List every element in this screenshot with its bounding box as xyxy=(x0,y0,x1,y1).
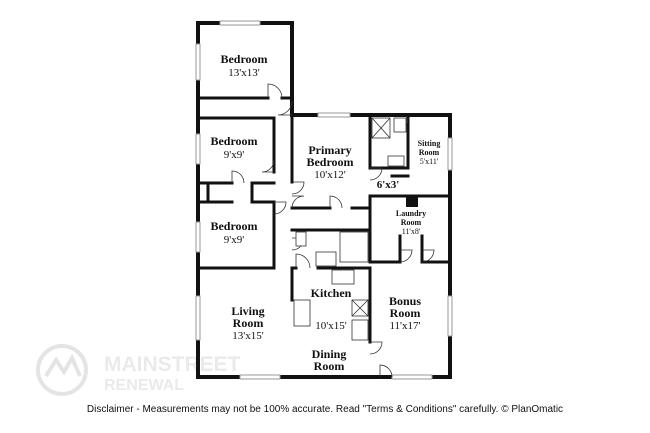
stove-burners xyxy=(351,299,369,317)
laundry-name2: Room xyxy=(401,218,422,227)
disclaimer: Disclaimer - Measurements may not be 100… xyxy=(87,404,563,415)
door-swing xyxy=(273,201,287,215)
bath-toilet xyxy=(295,231,307,247)
primary-name1: Primary xyxy=(308,143,351,157)
bedroom-low-dims: 9'x9' xyxy=(224,234,244,246)
bath-sink xyxy=(315,251,337,267)
water-heater xyxy=(406,195,418,207)
sitting-name1: Sitting xyxy=(418,139,441,148)
door-swing xyxy=(379,364,393,378)
bedroom-top-dims: 13'x13' xyxy=(228,67,259,79)
room-labels: Bedroom 13'x13' Bedroom 9'x9' Bedroom 9'… xyxy=(210,52,440,373)
window xyxy=(195,133,201,165)
kitchen-dims: 10'x15' xyxy=(315,320,346,332)
door-swing xyxy=(421,249,435,263)
window xyxy=(195,43,201,81)
door-swing xyxy=(261,159,275,173)
shower-drain xyxy=(371,117,391,139)
living-name2: Room xyxy=(233,316,264,330)
dining-name1: Dining xyxy=(312,347,347,361)
door-swing xyxy=(295,253,311,269)
door-swing xyxy=(267,83,283,99)
sitting-dims: 5'x11' xyxy=(420,157,439,166)
window xyxy=(239,374,281,380)
laundry-name1: Laundry xyxy=(396,209,426,218)
door-swing xyxy=(291,195,305,209)
bedroom-low-name: Bedroom xyxy=(210,219,257,233)
living-dims: 13'x15' xyxy=(232,330,263,342)
bonus-name1: Bonus xyxy=(389,294,421,308)
bedroom-top-name: Bedroom xyxy=(220,52,267,66)
closet-dims: 6'x3' xyxy=(377,179,400,191)
bedroom-mid-name: Bedroom xyxy=(210,134,257,148)
bonus-dims: 11'x17' xyxy=(389,320,420,332)
watermark-line1: MAINSTREET xyxy=(104,353,241,376)
living-name1: Living xyxy=(231,304,264,318)
door-swing xyxy=(291,181,305,195)
window xyxy=(391,374,433,380)
bonus-name2: Room xyxy=(390,306,421,320)
door-swing xyxy=(231,170,245,184)
door-swing xyxy=(399,249,413,263)
primary-name2: Bedroom xyxy=(306,155,353,169)
watermark-logo: MAINSTREET RENEWAL xyxy=(36,344,241,396)
fixtures xyxy=(293,117,418,341)
window xyxy=(447,295,453,337)
refrigerator xyxy=(351,319,369,341)
laundry-dims: 11'x8' xyxy=(402,227,421,236)
toilet xyxy=(393,117,407,133)
window xyxy=(317,112,351,118)
sitting-name2: Room xyxy=(419,148,440,157)
window xyxy=(195,221,201,253)
watermark-circle-icon xyxy=(36,344,88,396)
door-swing xyxy=(369,167,383,181)
watermark-line2: RENEWAL xyxy=(104,377,184,394)
sink xyxy=(387,155,405,167)
kitchen-sink xyxy=(331,269,355,285)
window xyxy=(447,137,453,171)
bedroom-mid-dims: 9'x9' xyxy=(224,149,244,161)
window xyxy=(219,20,261,26)
primary-dims: 10'x12' xyxy=(314,169,345,181)
window xyxy=(195,295,201,341)
bathtub xyxy=(339,231,369,263)
kitchen-name: Kitchen xyxy=(311,286,352,300)
door-swing xyxy=(329,195,343,209)
kitchen-counter xyxy=(293,299,311,327)
doors xyxy=(231,83,435,378)
dining-name2: Room xyxy=(314,359,345,373)
door-swing xyxy=(277,100,293,116)
door-swing xyxy=(369,341,383,355)
exterior-walls xyxy=(196,21,452,379)
watermark-roof-icon xyxy=(44,353,82,378)
